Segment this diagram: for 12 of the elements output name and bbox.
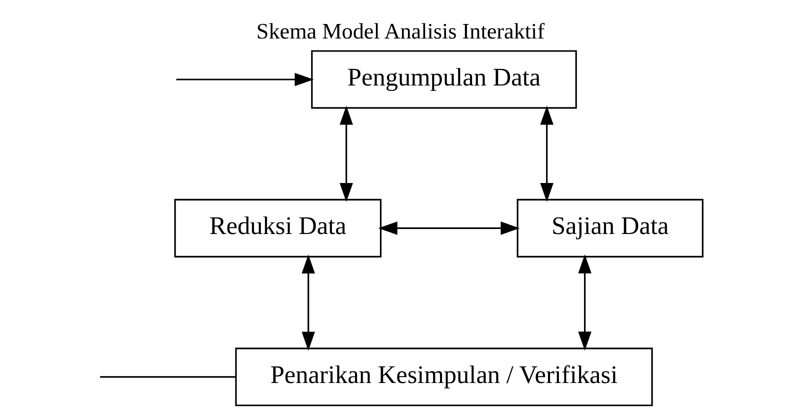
node-box: Penarikan Kesimpulan / Verifikasi xyxy=(235,348,653,406)
arrow xyxy=(302,254,315,351)
node-box: Pengumpulan Data xyxy=(311,50,577,109)
diagram-title: Skema Model Analisis Interaktif xyxy=(256,18,545,44)
arrow xyxy=(540,106,554,202)
node-box: Reduksi Data xyxy=(174,198,382,258)
arrow xyxy=(176,72,314,86)
arrow xyxy=(340,106,353,202)
arrow xyxy=(378,222,520,235)
node-box: Sajian Data xyxy=(516,198,704,258)
connector xyxy=(100,376,236,378)
arrow xyxy=(578,254,592,351)
